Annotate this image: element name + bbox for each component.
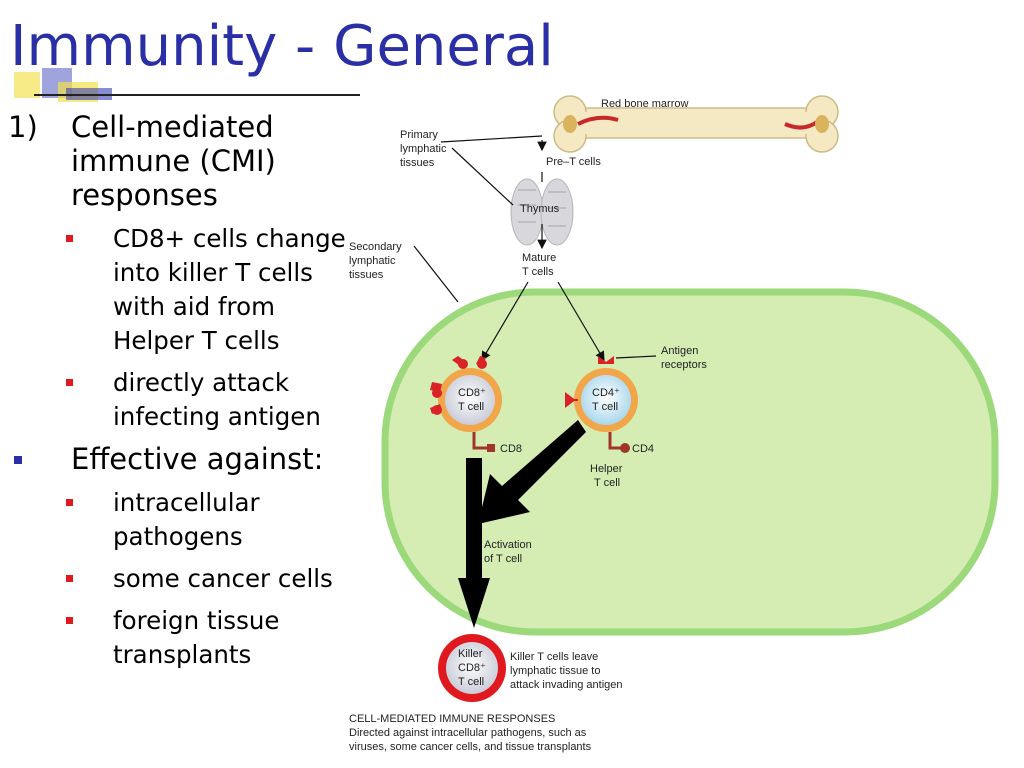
mature-t-cells-label: Mature T cells	[522, 252, 559, 278]
antigen-receptor-pointer	[615, 355, 657, 359]
bullet-effective-against: Effective against:	[0, 442, 360, 476]
sub-bullet-intracellular: intracellular pathogens	[0, 486, 360, 554]
sub-bullet-text: intracellular pathogens	[113, 488, 260, 551]
mature-line-1: Mature	[522, 252, 556, 264]
thymus-label: Thymus	[520, 203, 560, 215]
cd8-cell-label: CD8⁺ T cell	[458, 387, 489, 413]
helper-to-activation-arrow	[478, 420, 586, 524]
sub-bullet-text: CD8+ cells change into killer T cells wi…	[113, 224, 346, 355]
title-decoration	[14, 68, 360, 102]
bullet-cmi: 1) Cell-mediated immune (CMI) responses	[0, 110, 360, 212]
cd8-cell-line-1: CD8⁺	[458, 387, 486, 399]
connector-lines	[413, 135, 657, 362]
mature-to-cd8-arrow	[481, 281, 529, 362]
killer-line-1: Killer	[458, 648, 483, 660]
sub-bullet-direct-attack: directly attack infecting antigen	[0, 366, 360, 434]
secondary-lymphatic-region	[381, 288, 999, 636]
secondary-line-2: lymphatic	[349, 255, 396, 267]
bullet-text: Effective against:	[71, 442, 324, 476]
cd4-t-cell	[565, 356, 638, 453]
bullet-square-icon	[14, 456, 22, 464]
cmi-diagram: Red bone marrow Thymus Primary lymphatic…	[349, 95, 999, 753]
secondary-line-1: Secondary	[349, 241, 402, 253]
helper-line-2: T cell	[594, 477, 620, 489]
bullet-square-icon	[66, 499, 73, 506]
activation-line-1: Activation	[484, 539, 532, 551]
killer-note-line-2: lymphatic tissue to	[510, 665, 600, 677]
bullet-square-icon	[66, 617, 73, 624]
bullet-text: Cell-mediated immune (CMI) responses	[71, 110, 276, 212]
mature-to-cd4-arrow	[557, 281, 605, 362]
thymus-icon	[510, 178, 574, 246]
sub-bullet-text: directly attack infecting antigen	[113, 368, 321, 431]
killer-note-line-1: Killer T cells leave	[510, 651, 598, 663]
cd4-cell-line-1: CD4⁺	[592, 387, 620, 399]
killer-t-cell	[438, 634, 506, 702]
cd8-t-cell	[430, 356, 502, 452]
sub-bullet-cancer: some cancer cells	[0, 562, 360, 596]
bullet-number: 1)	[8, 110, 38, 144]
activation-arrows	[458, 420, 586, 628]
red-bone-marrow-label: Red bone marrow	[601, 98, 688, 110]
primary-line-1: Primary	[400, 129, 438, 141]
primary-line-3: tissues	[400, 157, 435, 169]
bullet-square-icon	[66, 235, 73, 242]
cd8-cell-line-2: T cell	[458, 401, 484, 413]
killer-note: Killer T cells leave lymphatic tissue to…	[510, 651, 623, 691]
slide-title: Immunity - General	[10, 14, 554, 79]
bone-icon	[553, 95, 839, 153]
secondary-line-3: tissues	[349, 269, 384, 281]
activation-label: Activation of T cell	[484, 539, 535, 565]
cd8-marker-label: CD8	[500, 443, 522, 455]
caption: CELL-MEDIATED IMMUNE RESPONSES Directed …	[349, 713, 592, 753]
antigen-line-1: Antigen	[661, 345, 698, 357]
killer-note-line-3: attack invading antigen	[510, 679, 623, 691]
caption-line-1: Directed against intracellular pathogens…	[349, 727, 587, 739]
sub-bullet-text: some cancer cells	[113, 564, 333, 593]
sub-bullet-cd8-change: CD8+ cells change into killer T cells wi…	[0, 222, 360, 358]
bullet-square-icon	[66, 575, 73, 582]
caption-line-2: viruses, some cancer cells, and tissue t…	[349, 741, 592, 753]
antigen-line-2: receptors	[661, 359, 707, 371]
helper-line-1: Helper	[590, 463, 623, 475]
sub-bullet-text: foreign tissue transplants	[113, 606, 280, 669]
primary-lymphatic-label: Primary lymphatic tissues	[400, 129, 450, 169]
antigen-receptors-label: Antigen receptors	[661, 345, 707, 371]
primary-to-bone-line	[440, 135, 543, 143]
secondary-to-region-line	[413, 245, 459, 303]
cd4-marker-label: CD4	[632, 443, 654, 455]
mature-line-2: T cells	[522, 266, 554, 278]
helper-t-cell-label: Helper T cell	[590, 463, 625, 489]
caption-title: CELL-MEDIATED IMMUNE RESPONSES	[349, 713, 555, 725]
secondary-lymphatic-label: Secondary lymphatic tissues	[349, 241, 405, 281]
bullet-square-icon	[66, 379, 73, 386]
sub-bullet-transplants: foreign tissue transplants	[0, 604, 360, 672]
primary-to-thymus-line	[451, 147, 514, 206]
cd8-down-arrow	[458, 458, 490, 628]
cd4-cell-label: CD4⁺ T cell	[592, 387, 623, 413]
pre-t-cells-label: Pre–T cells	[546, 156, 601, 168]
cd4-cell-line-2: T cell	[592, 401, 618, 413]
bullet-list: 1) Cell-mediated immune (CMI) responses …	[0, 110, 360, 680]
killer-line-3: T cell	[458, 676, 484, 688]
killer-cell-label: Killer CD8⁺ T cell	[458, 648, 489, 688]
primary-line-2: lymphatic	[400, 143, 447, 155]
killer-line-2: CD8⁺	[458, 662, 486, 674]
activation-line-2: of T cell	[484, 553, 522, 565]
